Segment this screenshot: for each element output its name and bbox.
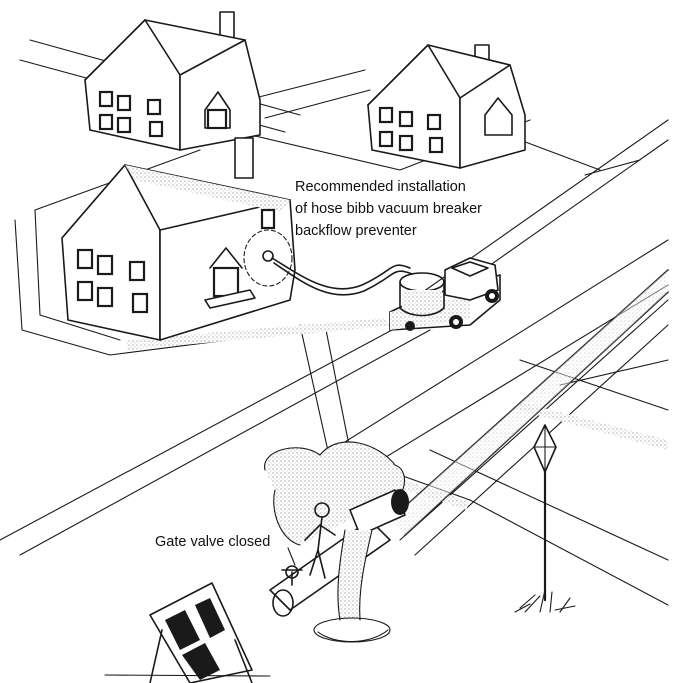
callout-line-3: backflow preventer (295, 223, 417, 239)
truck (390, 258, 500, 331)
callout-line-1: Recommended installation (295, 179, 466, 195)
callout-gate-valve: Gate valve closed (155, 534, 270, 550)
callout-line-2: of hose bibb vacuum breaker (295, 201, 482, 217)
valve-marker-post (515, 425, 575, 612)
gate-valve-leader (288, 548, 295, 565)
construction-barrier (105, 583, 270, 683)
house-front (62, 138, 295, 340)
callout-recommended: Recommended installation of hose bibb va… (295, 179, 482, 239)
house-top-right (368, 45, 525, 168)
shrub (265, 442, 405, 545)
house-top-left (85, 12, 260, 150)
